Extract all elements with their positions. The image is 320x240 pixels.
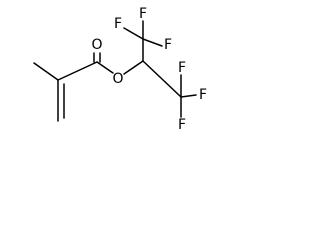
bond-carbonyl-carbon-to-ester-oxygen xyxy=(96,61,114,74)
bond-ester-oxygen-to-methine-carbon xyxy=(123,60,144,75)
atom-fluorine-lower-bottom: F xyxy=(178,117,186,133)
atom-fluorine-upper-left: F xyxy=(114,16,122,32)
bond-lower-cf3-to-f-right xyxy=(180,94,197,98)
atom-carbonyl-oxygen: O xyxy=(91,37,102,53)
bond-methine-to-lower-cf3 xyxy=(142,60,182,98)
atom-fluorine-upper-right: F xyxy=(164,37,172,53)
bond-upper-cf3-to-f-right xyxy=(142,38,163,47)
atom-fluorine-lower-top: F xyxy=(178,60,186,76)
atom-ester-oxygen: O xyxy=(112,71,123,87)
structural-formula: O O F F F F F F xyxy=(33,6,207,133)
bond-methyl-to-alpha-carbon xyxy=(33,62,59,81)
atom-fluorine-lower-right: F xyxy=(199,87,207,103)
atom-fluorine-upper-top: F xyxy=(139,6,147,22)
bond-alpha-carbon-to-carbonyl-carbon xyxy=(57,61,98,81)
bond-upper-cf3-to-f-left xyxy=(123,27,144,40)
